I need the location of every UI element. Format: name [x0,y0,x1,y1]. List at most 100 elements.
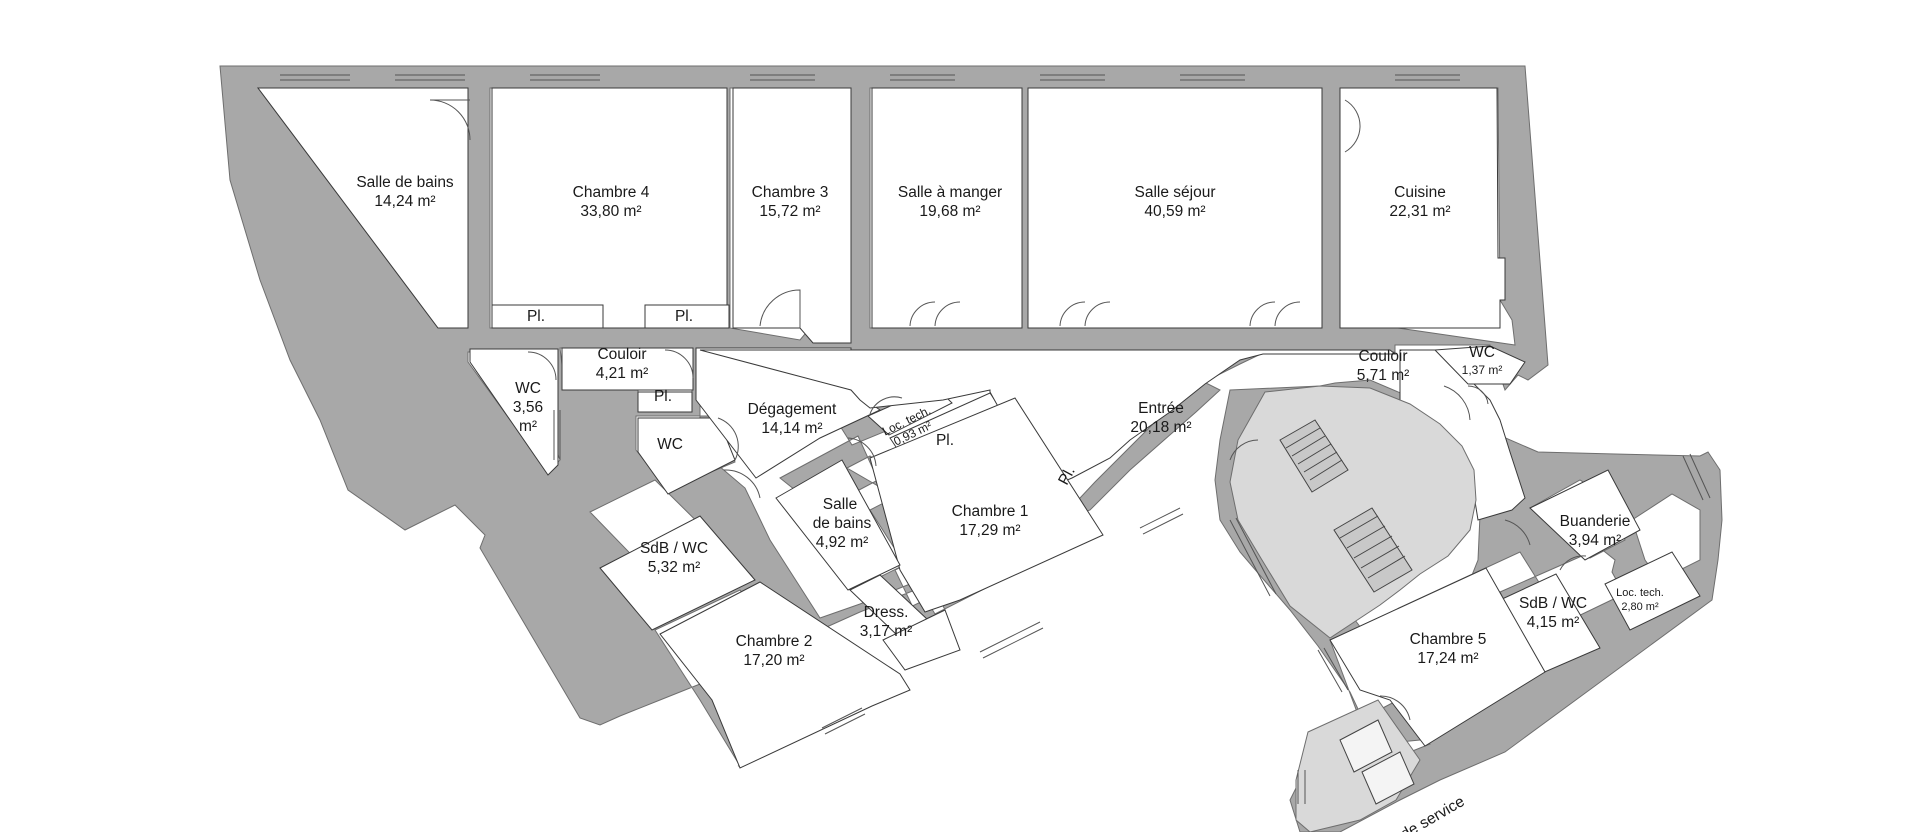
door-sdb-wc-1 [723,469,761,499]
door-couloir-2 [1443,385,1471,421]
room-area-chambre-4: 33,80 m² [580,203,641,220]
floor-salle-a-manger [871,87,1023,329]
room-area-chambre-5: 17,24 m² [1417,650,1478,667]
room-area-couloir-1: 4,21 m² [596,365,649,382]
room-name-wc-3: WC [1469,344,1495,361]
window-top-2 [395,74,465,81]
door-sdb-1 [429,99,471,141]
room-area-chambre-1: 17,29 m² [959,522,1020,539]
stairwell [1229,385,1477,832]
floor-chambre-1 [869,397,1104,613]
window-top-7 [1180,74,1245,81]
room-area-sdb-wc-2: 4,15 m² [1527,614,1580,631]
door-wc-1 [527,351,557,381]
window-top-6 [1040,74,1105,81]
floor-placard-2 [644,304,730,329]
floor-chambre-2 [659,581,911,769]
floor-salle-sejour [1027,87,1323,329]
room-area-wc-1: 3,56 [513,399,543,416]
room-name-sdb-2-line1: Salle [823,496,857,513]
room-name-buanderie: Buanderie [1560,513,1631,530]
room-name-degagement: Dégagement [748,401,837,418]
room-name-chambre-4: Chambre 4 [573,184,650,201]
room-name-salle-de-bains-1: Salle de bains [356,174,454,191]
window-left-wc [553,410,561,460]
room-name-chambre-5: Chambre 5 [1410,631,1487,648]
door-sdb-2 [847,437,877,467]
window-service [1297,770,1306,804]
room-area-wc-3: 1,37 m² [1462,363,1503,377]
floor-dress-b [882,609,961,671]
floor-wc-1 [469,348,559,476]
floor-buanderie [1529,469,1641,561]
room-name-chambre-1: Chambre 1 [952,503,1029,520]
window-top-8 [1395,74,1460,81]
floor-cuisine [1339,87,1506,329]
room-name-sdb-wc-1: SdB / WC [640,540,708,557]
stair-flight-lower [1333,507,1413,593]
room-name-dress: Dress. [864,604,909,621]
openings [280,74,1711,804]
room-area-salle-sejour: 40,59 m² [1144,203,1205,220]
door-chambre-3 [759,289,801,328]
floor-placard-1 [491,304,604,329]
window-stair-2 [1317,647,1349,693]
room-name-sdb-wc-2: SdB / WC [1519,595,1587,612]
room-name-chambre-3: Chambre 3 [752,184,829,201]
room-name-wc-1: WC [515,380,541,397]
floor-salle-de-bains-1 [257,87,469,329]
room-name-couloir-1: Couloir [597,346,646,363]
room-name-chambre-2: Chambre 2 [736,633,813,650]
door-cuisine [1344,99,1361,153]
room-area-sdb-2: 4,92 m² [816,534,869,551]
placard-label-5: Pl. [1055,464,1079,488]
floor-sdb-wc-1 [599,515,756,631]
room-area-sdb-wc-1: 5,32 m² [648,559,701,576]
window-top-4 [750,74,815,81]
service-stair-flight [1339,719,1415,805]
room-name-loc-tech-2: Loc. tech. [1616,587,1664,599]
room-floors [257,87,1701,769]
window-diag-3 [1139,507,1184,535]
window-top-5 [890,74,955,81]
door-service [1379,695,1411,721]
room-area-buanderie: 3,94 m² [1569,532,1622,549]
room-area-entree: 20,18 m² [1130,419,1191,436]
room-name-entree: Entrée [1138,400,1184,417]
placard-label-3: Pl. [654,388,672,405]
window-stair-1 [1229,517,1277,597]
placard-label-4: Pl. [936,432,954,449]
door-wc-3 [1467,385,1489,405]
room-area-salle-a-manger: 19,68 m² [919,203,980,220]
window-diag-1 [821,707,866,735]
room-area-degagement: 14,14 m² [761,420,822,437]
room-area-chambre-3: 15,72 m² [759,203,820,220]
door-sdb-wc-2 [1559,555,1587,571]
room-name-cuisine: Cuisine [1394,184,1446,201]
room-name-couloir-2: Couloir [1358,348,1407,365]
floor-loc-tech-2 [1604,551,1701,631]
door-sejour-1 [1059,301,1111,327]
floor-chambre-5 [1329,567,1546,747]
room-area-loc-tech-2: 2,80 m² [1621,601,1659,613]
window-top-1 [280,74,350,81]
door-wc-2 [717,417,739,461]
room-labels: Salle de bains 14,24 m² Chambre 4 33,80 … [356,174,1664,832]
room-area-salle-de-bains-1: 14,24 m² [374,193,435,210]
room-name-wc-2: WC [657,436,683,453]
door-sejour-2 [1249,301,1301,327]
window-diag-2 [979,621,1044,659]
room-unit-wc-1: m² [519,418,537,435]
placard-label-1: Pl. [527,308,545,325]
door-loc-tech-1 [869,396,903,415]
floor-wc-2 [637,417,736,495]
room-area-couloir-2: 5,71 m² [1357,367,1410,384]
room-name-salle-a-manger: Salle à manger [898,184,1002,201]
door-salle-manger [909,301,961,327]
door-couloir-1 [664,349,694,379]
room-area-dress: 3,17 m² [860,623,913,640]
room-area-chambre-2: 17,20 m² [743,652,804,669]
room-area-cuisine: 22,31 m² [1389,203,1450,220]
floor-salle-de-bains-2 [775,459,901,591]
